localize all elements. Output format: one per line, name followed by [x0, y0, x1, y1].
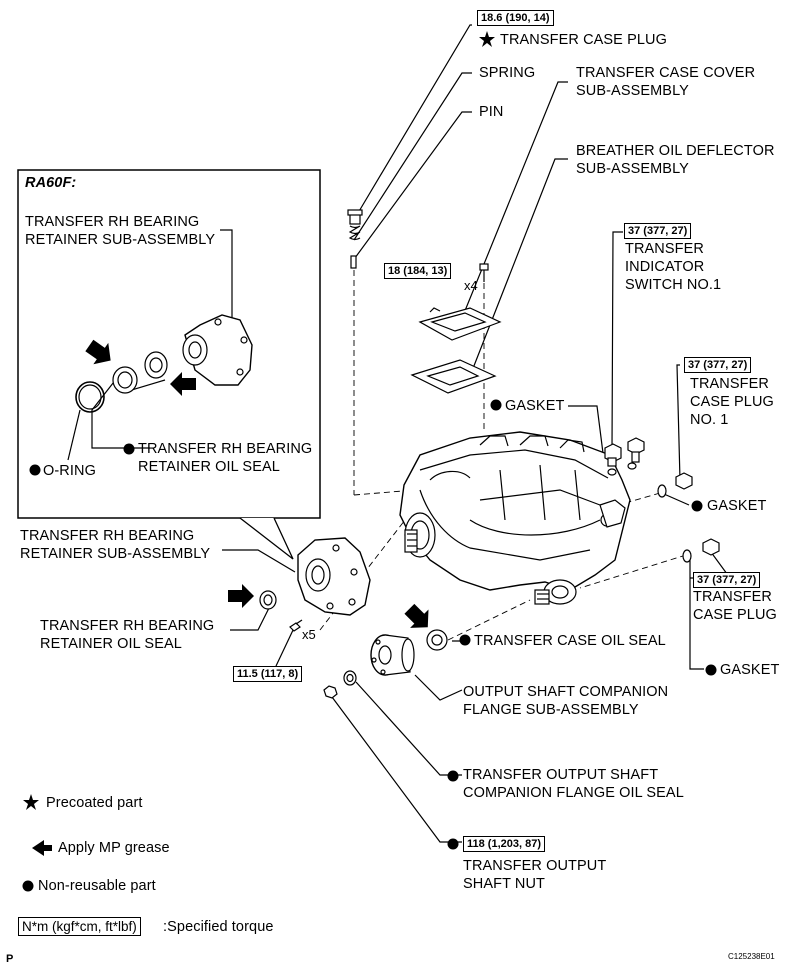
star-icon-legend	[23, 794, 39, 810]
legend-nonreusable: Non-reusable part	[38, 878, 156, 894]
label-spring: SPRING	[479, 65, 536, 81]
torque-plug-top: 18.6 (190, 14)	[477, 10, 554, 26]
inset-title: RA60F:	[25, 175, 77, 191]
label-pin: PIN	[479, 104, 504, 120]
label-gasket-plug-no1: GASKET	[707, 498, 767, 514]
grease-arrow-icon	[85, 339, 111, 365]
legend-torque-box: N*m (kgf*cm, ft*lbf)	[18, 917, 141, 936]
torque-retainer-bolt: 11.5 (117, 8)	[233, 666, 303, 682]
torque-cover-bolt: 18 (184, 13)	[384, 263, 452, 279]
qty-retainer-bolt: x5	[302, 627, 316, 642]
torque-switch: 37 (377, 27)	[624, 223, 692, 239]
label-gasket-cover: GASKET	[505, 398, 565, 414]
figure-code: C125238E01	[728, 952, 775, 961]
inset-label-oring: O-RING	[43, 463, 96, 479]
qty-cover-bolt: x4	[464, 278, 478, 293]
torque-plug: 37 (377, 27)	[693, 572, 761, 588]
label-case-oil-seal: TRANSFER CASE OIL SEAL	[474, 633, 666, 649]
label-gasket-plug: GASKET	[720, 662, 780, 678]
legend-precoated: Precoated part	[46, 795, 143, 811]
label-transfer-case-plug-top: TRANSFER CASE PLUG	[500, 32, 667, 48]
inset-frame	[17, 169, 321, 519]
page-letter: P	[6, 953, 14, 965]
torque-nut: 118 (1,203, 87)	[463, 836, 546, 852]
star-icon-plug	[479, 31, 495, 47]
torque-plug-no1: 37 (377, 27)	[684, 357, 752, 373]
legend-grease: Apply MP grease	[58, 840, 170, 856]
legend-torque-text: :Specified torque	[163, 919, 274, 935]
